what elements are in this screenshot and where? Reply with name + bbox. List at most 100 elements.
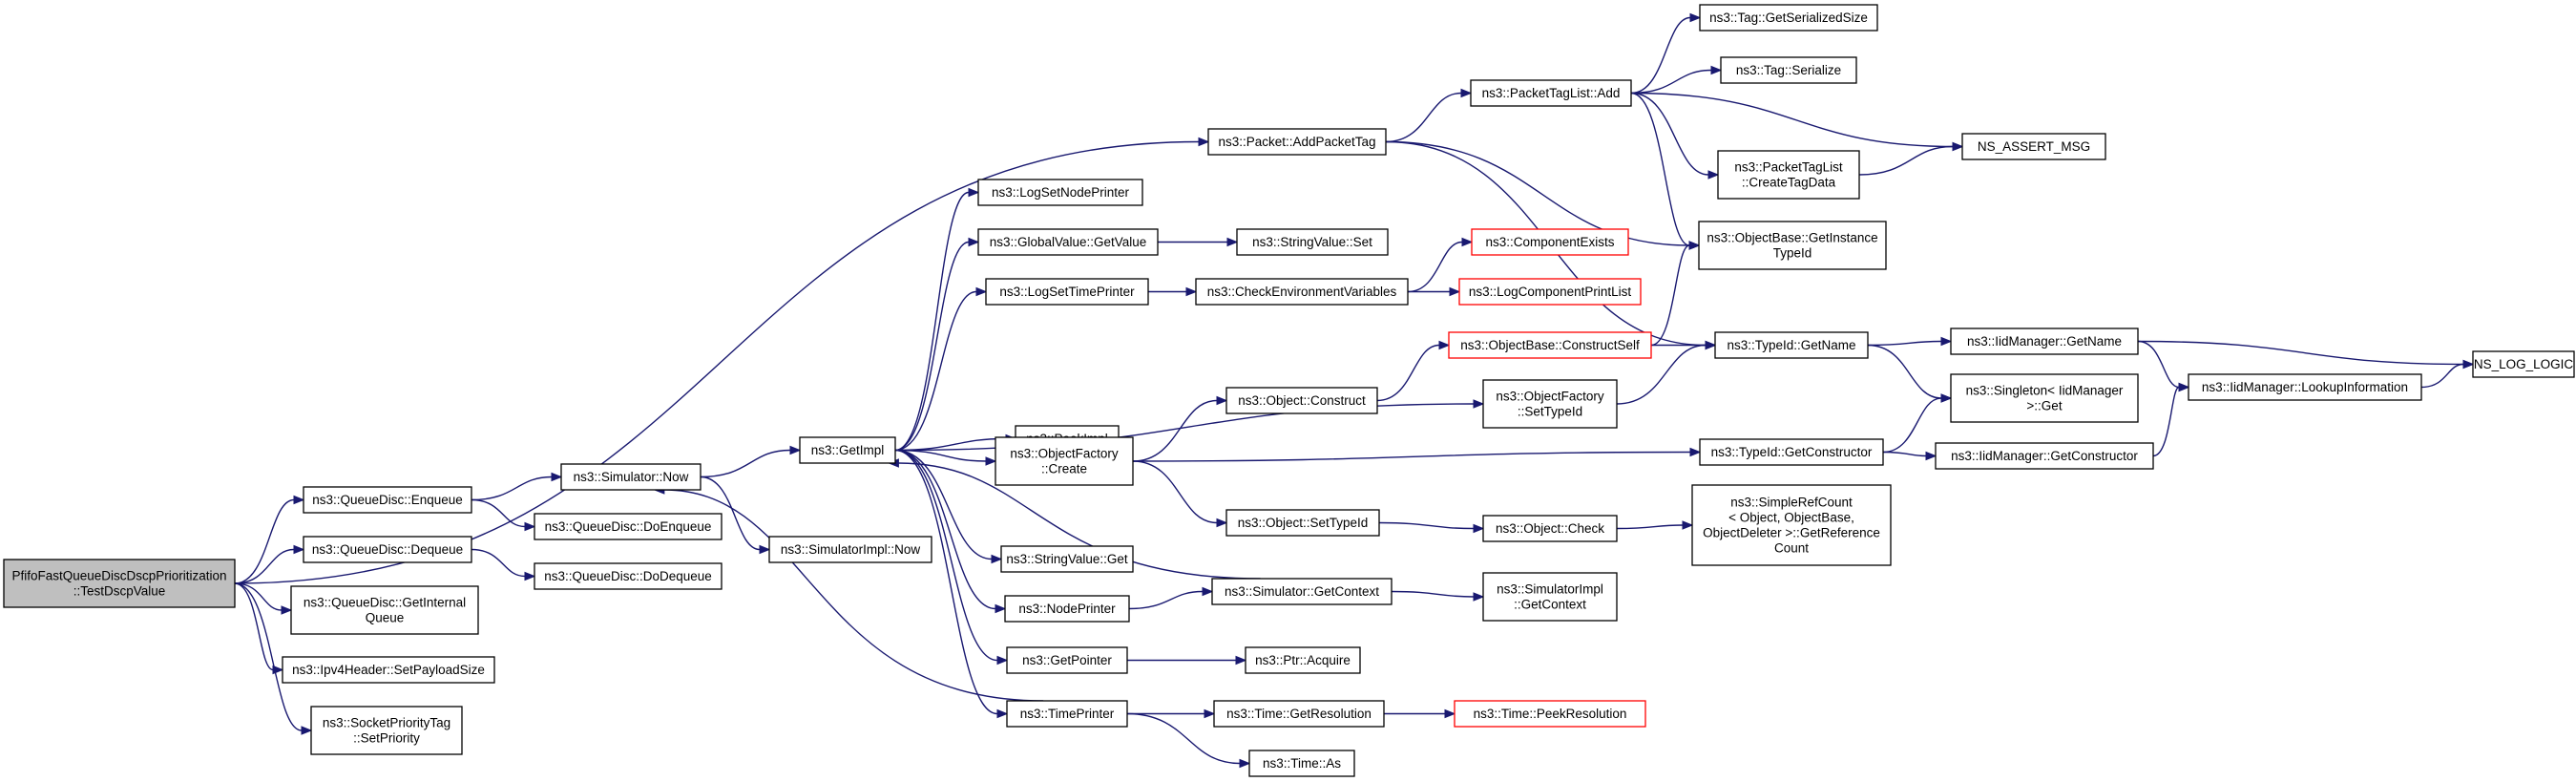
node-simimplgetctx[interactable]: ns3::SimulatorImpl::GetContext xyxy=(1482,572,1618,622)
node-addpackettag-box xyxy=(1207,128,1387,156)
edge-tidgetname-to-iidgetname xyxy=(1867,340,1942,347)
arrowhead-addpackettag-to-tidgetname xyxy=(1705,340,1717,350)
node-addpackettag[interactable]: ns3::Packet::AddPacketTag xyxy=(1207,128,1387,156)
arrowhead-getimpl-to-getpointer xyxy=(996,655,1009,666)
node-ofcreate-box xyxy=(995,436,1134,486)
node-logsetnode-label-0: ns3::LogSetNodePrinter xyxy=(992,185,1130,200)
node-simimplnow[interactable]: ns3::SimulatorImpl::Now xyxy=(768,536,932,563)
node-tagserialize[interactable]: ns3::Tag::Serialize xyxy=(1720,56,1857,84)
node-dodequeue[interactable]: ns3::QueueDisc::DoDequeue xyxy=(534,562,723,590)
node-obgetinst-label-0: ns3::ObjectBase::GetInstance xyxy=(1707,230,1877,244)
node-objsettypeid[interactable]: ns3::Object::SetTypeId xyxy=(1225,509,1380,537)
arrowhead-gvgetvalue-to-svset xyxy=(1226,237,1239,247)
node-logsetnode[interactable]: ns3::LogSetNodePrinter xyxy=(977,179,1143,206)
node-timeas[interactable]: ns3::Time::As xyxy=(1248,750,1355,777)
arrowhead-timeprinter-to-timeas xyxy=(1239,758,1251,769)
node-simplerefcount[interactable]: ns3::SimpleRefCount< Object, ObjectBase,… xyxy=(1691,484,1892,566)
node-tidgetctor[interactable]: ns3::TypeId::GetConstructor xyxy=(1699,438,1884,466)
node-root[interactable]: PfifoFastQueueDiscDscpPrioritization::Te… xyxy=(3,559,236,608)
node-iidgetname[interactable]: ns3::IidManager::GetName xyxy=(1950,328,2139,355)
edge-getimpl-to-getpointer xyxy=(894,449,998,662)
edge-root-to-dequeue xyxy=(234,548,295,584)
node-singletonget-label-0: ns3::Singleton< IidManager xyxy=(1966,383,2124,397)
node-nslog[interactable]: NS_LOG_LOGIC xyxy=(2472,350,2575,378)
node-svset-label-0: ns3::StringValue::Set xyxy=(1252,235,1372,249)
node-logcompprint[interactable]: ns3::LogComponentPrintList xyxy=(1458,278,1642,306)
node-checkenv[interactable]: ns3::CheckEnvironmentVariables xyxy=(1195,278,1409,306)
node-simplerefcount-label-2: ObjectDeleter >::GetReference xyxy=(1703,525,1880,539)
edge-simnow-to-simimplnow xyxy=(700,476,761,551)
node-svget[interactable]: ns3::StringValue::Get xyxy=(1000,545,1134,573)
edge-ptladd-to-tagserialize xyxy=(1630,69,1712,95)
edge-simgetcontext-to-getimpl xyxy=(898,462,1261,580)
node-timegetres[interactable]: ns3::Time::GetResolution xyxy=(1213,700,1385,728)
node-objconstruct[interactable]: ns3::Object::Construct xyxy=(1225,387,1378,414)
edge-getimpl-to-timeprinter xyxy=(894,449,998,715)
arrowhead-objcheck-to-simplerefcount xyxy=(1682,520,1694,530)
arrowhead-getimpl-to-gvgetvalue xyxy=(968,237,980,247)
node-timepeekres-box xyxy=(1454,700,1646,728)
node-timepeekres-label-0: ns3::Time::PeekResolution xyxy=(1474,707,1627,721)
node-tidgetname[interactable]: ns3::TypeId::GetName xyxy=(1714,331,1869,359)
node-ofsettypeid-label-0: ns3::ObjectFactory xyxy=(1496,389,1604,403)
node-ptlcreate[interactable]: ns3::PacketTagList::CreateTagData xyxy=(1717,150,1860,200)
node-obconstructself-box xyxy=(1448,331,1652,359)
node-simplerefcount-label-1: < Object, ObjectBase, xyxy=(1728,510,1854,524)
node-svset[interactable]: ns3::StringValue::Set xyxy=(1236,228,1389,256)
node-ptracquire-box xyxy=(1245,646,1361,674)
node-simimplnow-box xyxy=(768,536,932,563)
arrowhead-root-to-dequeue xyxy=(293,544,305,555)
node-obconstructself[interactable]: ns3::ObjectBase::ConstructSelf xyxy=(1448,331,1652,359)
node-setpriority[interactable]: ns3::SocketPriorityTag::SetPriority xyxy=(310,706,463,755)
arrowhead-nodeprinter-to-simgetcontext xyxy=(1202,586,1214,597)
node-iidlookup[interactable]: ns3::IidManager::LookupInformation xyxy=(2188,373,2422,401)
node-getpointer-box xyxy=(1006,646,1128,674)
node-logsettime[interactable]: ns3::LogSetTimePrinter xyxy=(985,278,1149,306)
edge-getimpl-to-gvgetvalue xyxy=(894,241,970,452)
node-simplerefcount-box xyxy=(1691,484,1892,566)
node-ptladd[interactable]: ns3::PacketTagList::Add xyxy=(1470,79,1632,107)
node-timepeekres[interactable]: ns3::Time::PeekResolution xyxy=(1454,700,1646,728)
node-doenqueue[interactable]: ns3::QueueDisc::DoEnqueue xyxy=(534,513,723,540)
node-enqueue[interactable]: ns3::QueueDisc::Enqueue xyxy=(303,486,472,514)
node-svget-label-0: ns3::StringValue::Get xyxy=(1006,552,1128,566)
node-dodequeue-box xyxy=(534,562,723,590)
node-getpointer-label-0: ns3::GetPointer xyxy=(1022,653,1112,667)
node-iidgetctor[interactable]: ns3::IidManager::GetConstructor xyxy=(1935,442,2154,470)
node-timeprinter[interactable]: ns3::TimePrinter xyxy=(1006,700,1128,728)
node-compexists[interactable]: ns3::ComponentExists xyxy=(1471,228,1629,256)
edge-iidlookup-to-nslog xyxy=(2420,363,2464,389)
node-enqueue-label-0: ns3::QueueDisc::Enqueue xyxy=(312,493,463,507)
node-getinternal-label-0: ns3::QueueDisc::GetInternal xyxy=(304,595,466,609)
arrowhead-getimpl-to-ofsettypeid xyxy=(1473,399,1485,409)
edge-checkenv-to-compexists xyxy=(1407,241,1463,293)
node-getpointer[interactable]: ns3::GetPointer xyxy=(1006,646,1128,674)
node-simnow[interactable]: ns3::Simulator::Now xyxy=(560,463,702,491)
arrowhead-getimpl-to-logsetnode xyxy=(968,187,980,198)
node-simgetcontext[interactable]: ns3::Simulator::GetContext xyxy=(1211,578,1393,605)
node-ptracquire[interactable]: ns3::Ptr::Acquire xyxy=(1245,646,1361,674)
node-gvgetvalue-box xyxy=(977,228,1159,256)
node-singletonget-box xyxy=(1950,373,2139,423)
edge-getimpl-to-logsetnode xyxy=(894,191,970,452)
node-objcheck[interactable]: ns3::Object::Check xyxy=(1482,515,1618,542)
node-simnow-box xyxy=(560,463,702,491)
node-ofsettypeid[interactable]: ns3::ObjectFactory::SetTypeId xyxy=(1482,379,1618,429)
node-getimpl[interactable]: ns3::GetImpl xyxy=(799,436,896,464)
node-gvgetvalue[interactable]: ns3::GlobalValue::GetValue xyxy=(977,228,1159,256)
node-nodeprinter[interactable]: ns3::NodePrinter xyxy=(1004,595,1130,623)
node-singletonget[interactable]: ns3::Singleton< IidManager >::Get xyxy=(1950,373,2139,423)
node-taggetser[interactable]: ns3::Tag::GetSerializedSize xyxy=(1699,4,1878,32)
node-dequeue[interactable]: ns3::QueueDisc::Dequeue xyxy=(303,536,472,563)
node-setpayload[interactable]: ns3::Ipv4Header::SetPayloadSize xyxy=(282,656,495,684)
node-nsassert[interactable]: NS_ASSERT_MSG xyxy=(1961,133,2106,160)
arrowhead-logsettime-to-checkenv xyxy=(1185,286,1198,297)
arrowhead-iidgetctor-to-iidlookup xyxy=(2178,382,2190,392)
node-ofcreate-label-0: ns3::ObjectFactory xyxy=(1010,446,1119,460)
node-tagserialize-label-0: ns3::Tag::Serialize xyxy=(1736,63,1841,77)
node-ofcreate[interactable]: ns3::ObjectFactory::Create xyxy=(995,436,1134,486)
node-nsassert-label-0: NS_ASSERT_MSG xyxy=(1978,139,2090,154)
